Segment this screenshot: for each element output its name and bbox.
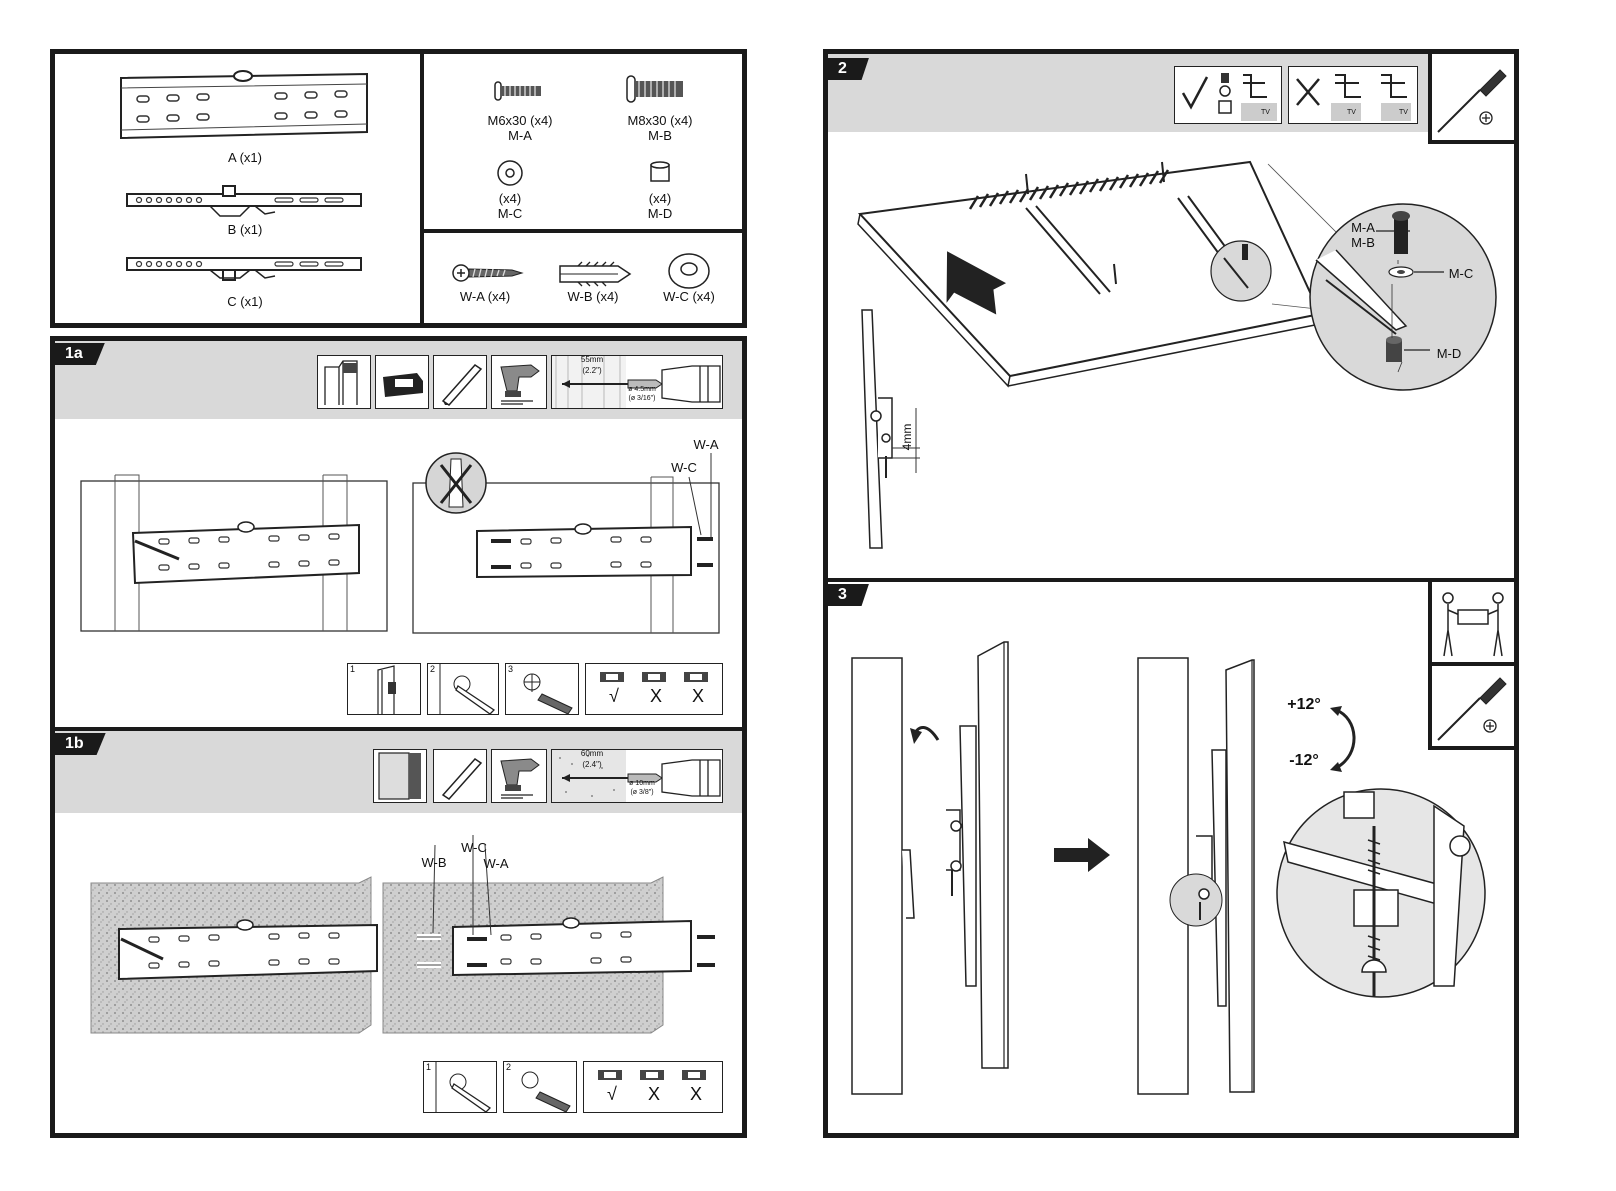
step1a-substep-1: 1 — [347, 663, 421, 715]
screw-m-b-icon — [627, 74, 687, 104]
step3-arrow-right — [1054, 838, 1110, 872]
step2-side-view — [858, 308, 924, 552]
stud-scanner-tool — [375, 355, 429, 409]
screw-m-a-icon — [495, 78, 545, 104]
washer-m-c-icon — [495, 158, 525, 188]
m-b-qty: M8x30 (x4) — [600, 113, 720, 128]
step2-zoom-circle-small — [1208, 238, 1274, 304]
step1b-level-mark-wrong-1: X — [642, 1084, 666, 1105]
step1a-level-mark-wrong-1: X — [644, 686, 668, 707]
step1a-callout-wa: W-A — [691, 437, 721, 452]
parts-divider-horizontal — [420, 229, 745, 233]
step2-callout-ma: M-A — [1348, 220, 1378, 235]
parts-divider-vertical — [420, 54, 424, 324]
step1b-callout-wb: W-B — [419, 855, 449, 870]
step1a-wood-wall-fixing — [411, 449, 731, 635]
step1a-drill-dia-in: (ø 3/16") — [622, 395, 662, 402]
step1a-level-mark-wrong-2: X — [686, 686, 710, 707]
w-c-label: W-C (x4) — [649, 289, 729, 304]
step1a-drill-depth: 55mm — [572, 355, 612, 364]
step3-tilt-up: +12° — [1284, 696, 1324, 714]
step1a-drill-depth-in: (2.2") — [572, 366, 612, 375]
step1-panel: 1a 55mm (2.2") ø 4.5mm (ø 3/16") — [50, 336, 747, 1138]
step3-hang-tv-after — [1134, 640, 1274, 1100]
step2-3-panel: 2 TV TV TV — [823, 49, 1519, 1138]
step1b-level-mark-wrong-2: X — [684, 1084, 708, 1105]
step1a-drill-dia: ø 4.5mm — [622, 386, 662, 393]
drill-depth-diagram: 55mm (2.2") ø 4.5mm (ø 3/16") — [551, 355, 723, 409]
step2-callout-mc: M-C — [1446, 266, 1476, 281]
step1b-concrete-wall-fixing — [381, 875, 721, 1035]
step3-tool-divider-h2 — [1428, 746, 1514, 750]
step1a-substep-2: 2 — [427, 663, 499, 715]
wall-plug-w-b-icon — [558, 262, 632, 286]
m-a-qty: M6x30 (x4) — [460, 113, 580, 128]
bracket-c-label: C (x1) — [210, 294, 280, 309]
step2-correct-assembly: TV — [1174, 66, 1282, 124]
step3-tilt-down: -12° — [1284, 752, 1324, 770]
step1b-drill-depth: 60mm — [572, 749, 612, 758]
step3-tilt-arrow — [1328, 704, 1368, 774]
m-c-qty: (x4) — [460, 191, 560, 206]
step1b-callout-wc: W-C — [459, 840, 489, 855]
m-d-code: M-D — [610, 206, 710, 221]
step3-tool-divider-h1 — [1428, 662, 1514, 666]
step2-callout-md: M-D — [1434, 346, 1464, 361]
wall-tool — [373, 749, 427, 803]
step1b-substep-2: 2 — [503, 1061, 577, 1113]
step1b-level-check: √ X X — [583, 1061, 723, 1113]
step1a-substep-3: 3 — [505, 663, 579, 715]
drill-tool-1b — [491, 749, 547, 803]
step3-zoom-circle — [1274, 786, 1488, 1000]
drill-tool — [491, 355, 547, 409]
step1a-level-mark-ok: √ — [602, 686, 626, 707]
step1b-concrete-wall-marking — [89, 875, 375, 1035]
step2-callout-mb: M-B — [1348, 235, 1378, 250]
spacer-m-d-icon — [648, 160, 672, 184]
step1a-wood-wall-marking — [79, 473, 389, 633]
step2-gap-label: 4mm — [900, 422, 914, 452]
bracket-c-illustration — [125, 254, 365, 290]
step3-tab: 3 — [828, 584, 869, 606]
step1b-drill-dia-in: (ø 3/8") — [622, 789, 662, 796]
wood-screw-w-a-icon — [452, 262, 524, 284]
w-a-label: W-A (x4) — [445, 289, 525, 304]
drill-depth-diagram-1b: 60mm (2.4") ø 10mm (ø 3/8") — [551, 749, 723, 803]
step2-tool-divider — [1428, 54, 1432, 142]
m-d-qty: (x4) — [610, 191, 710, 206]
bracket-b-label: B (x1) — [210, 222, 280, 237]
parts-panel: A (x1) B (x1) C (x1) M6x30 (x4) M-A M8x3… — [50, 49, 747, 328]
m-c-code: M-C — [460, 206, 560, 221]
step2-wrong-assembly: TV TV — [1288, 66, 1418, 124]
step1a-callout-wc: W-C — [669, 460, 699, 475]
w-b-label: W-B (x4) — [553, 289, 633, 304]
step2-tv-label-2: TV — [1347, 109, 1356, 116]
step2-zoom-circle-large — [1306, 200, 1500, 394]
bracket-a-label: A (x1) — [210, 150, 280, 165]
step2-tool-divider-h — [1428, 140, 1514, 144]
two-person-lift-icon — [1438, 590, 1508, 658]
screwdriver-icon — [1434, 62, 1512, 138]
washer-w-c-icon — [667, 251, 711, 291]
step2-tv-label-3: TV — [1399, 109, 1408, 116]
step1b-drill-depth-in: (2.4") — [572, 760, 612, 769]
stud-finder-tool — [317, 355, 371, 409]
m-a-code: M-A — [460, 128, 580, 143]
m-b-code: M-B — [600, 128, 720, 143]
screwdriver-icon-step3 — [1434, 670, 1512, 744]
step1a-level-check: √ X X — [585, 663, 723, 715]
step3-hang-tv-before — [848, 640, 1048, 1100]
step1b-callout-wa: W-A — [481, 856, 511, 871]
step3-divider — [828, 578, 1514, 582]
step1b-substep-1: 1 — [423, 1061, 497, 1113]
bracket-a-illustration — [115, 68, 375, 148]
step1b-drill-dia: ø 10mm — [622, 780, 662, 787]
step2-tv-label-1: TV — [1261, 109, 1270, 116]
bracket-b-illustration — [125, 184, 365, 220]
step1b-level-mark-ok: √ — [600, 1084, 624, 1105]
pencil-tool — [433, 355, 487, 409]
pencil-tool-1b — [433, 749, 487, 803]
